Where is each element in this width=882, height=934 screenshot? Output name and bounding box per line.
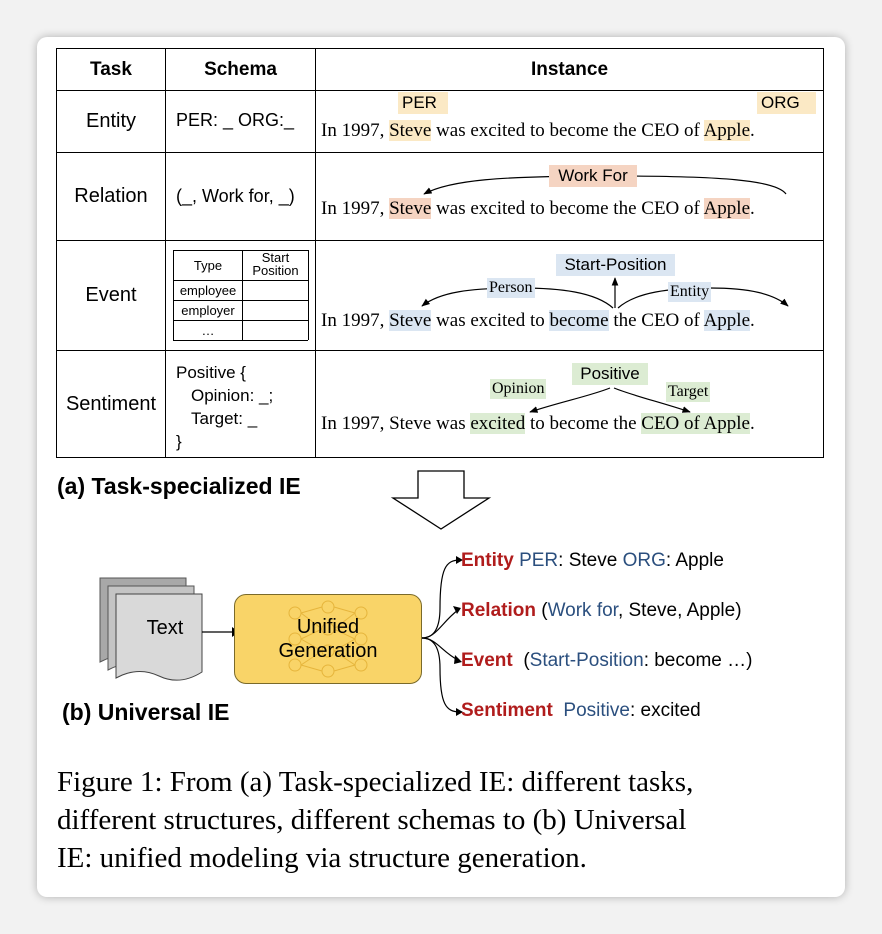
span-apple: Apple [703,310,750,331]
figure-caption: Figure 1: From (a) Task-specialized IE: … [57,766,694,874]
sentence-event: In 1997, Steve was excited to become the… [321,310,755,331]
unified-generation-label: Unified Generation [278,616,378,662]
document-stack-icon [99,577,203,681]
event-schema-row: … [201,323,215,338]
text-box-label: Text [146,617,184,639]
output-sentiment: Sentiment Positive: excited [461,700,701,721]
schema-relation: (_, Work for, _) [176,186,295,206]
section-b-label: (b) Universal IE [62,699,230,725]
header-schema: Schema [204,58,277,80]
event-schema-row: employee [179,283,237,298]
event-schema-type-header: Type [193,258,223,273]
span-apple: Apple [703,120,750,141]
output-arrows [421,556,463,716]
label-opinion: Opinion [490,379,547,399]
sentence-sentiment: In 1997, Steve was excited to become the… [321,413,755,434]
schema-entity: PER: _ ORG:_ [176,110,295,130]
span-steve: Steve [389,120,432,141]
label-target: Target [666,382,711,402]
neural-network-icon [288,600,368,678]
span-steve: Steve [389,310,432,331]
label-work-for: Work For [549,165,637,187]
label-org: ORG [757,92,816,114]
task-entity: Entity [85,110,137,132]
label-positive: Positive [572,363,648,385]
label-person: Person [487,278,535,298]
label-per: PER [398,92,448,114]
down-arrow-icon [390,470,492,530]
task-event: Event [85,284,137,306]
sentence-entity: In 1997, Steve was excited to become the… [321,120,755,141]
header-instance: Instance [530,58,609,80]
header-task: Task [90,58,132,80]
span-ceo-of-apple: CEO of Apple [641,413,750,434]
event-schema-role-header: Start Position [252,250,299,278]
output-event: Event (Start-Position: become …) [461,650,753,671]
output-relation: Relation (Work for, Steve, Apple) [461,600,742,621]
unified-generation-box: Unified Generation [234,594,422,684]
schema-sentiment: Positive { Opinion: _; Target: _ } [176,363,274,451]
event-schema-row: employer [181,303,235,318]
task-relation: Relation [74,185,148,207]
task-sentiment: Sentiment [65,392,157,415]
label-start-position: Start-Position [556,254,675,276]
section-a-label: (a) Task-specialized IE [57,473,301,499]
span-steve: Steve [389,198,432,219]
span-become: become [549,310,609,331]
figure-card [37,37,845,897]
span-excited: excited [470,413,526,434]
span-apple: Apple [703,198,750,219]
label-entity: Entity [668,282,712,302]
sentence-relation: In 1997, Steve was excited to become the… [321,198,755,219]
output-entity: Entity PER: Steve ORG: Apple [461,550,724,571]
